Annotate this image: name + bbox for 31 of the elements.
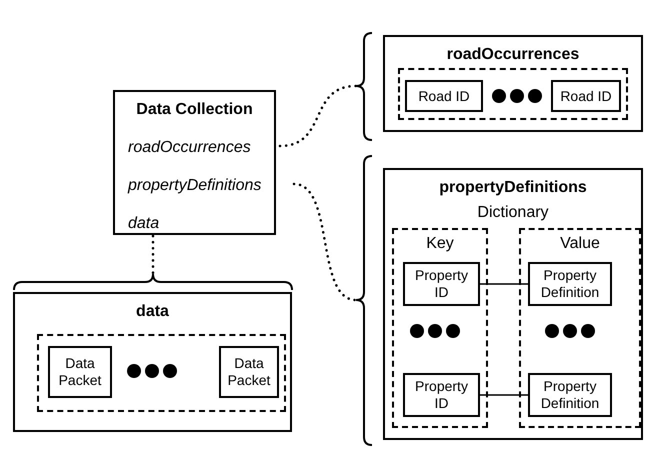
dashed-box (398, 68, 628, 120)
box-subtitle: Dictionary (476, 203, 550, 223)
dashed-box (37, 334, 286, 412)
box-title: data (135, 302, 170, 322)
value-box: Property Definition (528, 373, 612, 417)
dashed-box (392, 228, 488, 428)
value-box: Data Packet (48, 346, 112, 398)
value-box: Road ID (551, 80, 621, 112)
field-name: roadOccurrences (128, 139, 251, 156)
field-name: propertyDefinitions (128, 177, 262, 194)
connector-line (479, 283, 529, 285)
box-title: Value (559, 234, 601, 254)
value-box: Property Definition (528, 262, 612, 306)
box-title: Key (425, 234, 455, 254)
dotted-connector (278, 84, 358, 148)
dashed-box (519, 228, 641, 428)
container-box (13, 292, 292, 432)
box-title: Data Collection (135, 100, 254, 120)
dotted-connector (292, 182, 358, 302)
box-title: propertyDefinitions (438, 178, 588, 198)
value-box: Property ID (403, 373, 480, 417)
value-box: Data Packet (219, 346, 279, 398)
container-box (383, 168, 643, 440)
value-box: Road ID (405, 80, 483, 112)
box-title: roadOccurrences (446, 45, 580, 65)
field-name: data (128, 215, 160, 232)
container-box (113, 90, 276, 235)
value-box: Property ID (403, 262, 480, 306)
dotted-connector (152, 234, 154, 276)
connector-line (479, 394, 529, 396)
container-box (383, 35, 643, 132)
